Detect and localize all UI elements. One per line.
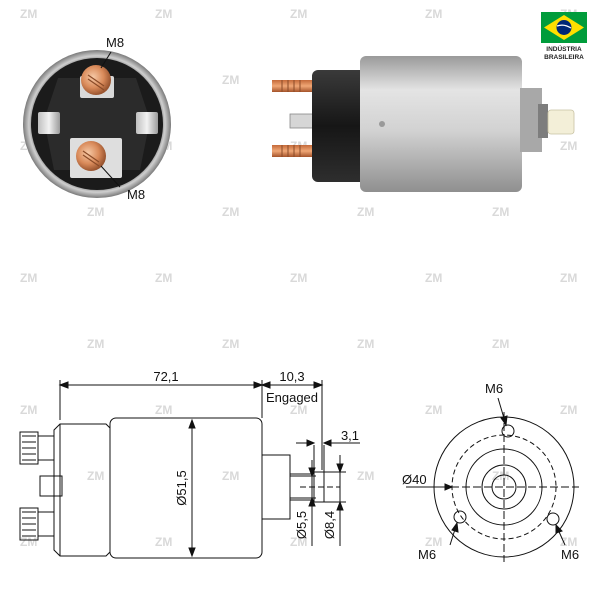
- badge-line-2: BRASILEIRA: [544, 54, 584, 61]
- brazil-flag-icon: [541, 12, 587, 43]
- front-top-terminal-label: M8: [106, 35, 124, 50]
- watermark-text: ZM: [20, 403, 37, 417]
- badge-line-1: INDÚSTRIA: [546, 44, 582, 53]
- watermark-text: ZM: [87, 469, 104, 483]
- dim-bolt-circle: Ø40: [402, 472, 427, 487]
- watermark-text: ZM: [560, 535, 577, 549]
- watermark-text: ZM: [425, 535, 442, 549]
- watermark-text: ZM: [155, 271, 172, 285]
- watermark-text: ZM: [492, 469, 509, 483]
- watermark-text: ZM: [357, 337, 374, 351]
- watermark-text: ZM: [492, 337, 509, 351]
- watermark-text: ZM: [425, 7, 442, 21]
- watermark-text: ZM: [492, 205, 509, 219]
- watermark-text: ZM: [425, 271, 442, 285]
- watermark-text: ZM: [290, 7, 307, 21]
- top-terminal-icon: [81, 65, 111, 95]
- watermark-text: ZM: [87, 337, 104, 351]
- watermark-text: ZM: [222, 205, 239, 219]
- watermark-text: ZM: [87, 205, 104, 219]
- watermark-text: ZM: [222, 73, 239, 87]
- dim-plunger-offset: 3,1: [341, 428, 359, 443]
- watermark-text: ZM: [290, 271, 307, 285]
- dim-hole-top: M6: [485, 381, 503, 396]
- watermark-text: ZM: [20, 271, 37, 285]
- watermark-text: ZM: [357, 205, 374, 219]
- dim-engaged-travel: 10,3: [279, 369, 304, 384]
- watermark-text: ZM: [222, 469, 239, 483]
- front-bottom-terminal-label: M8: [127, 187, 145, 202]
- watermark-text: ZM: [560, 139, 577, 153]
- watermark-text: ZM: [155, 535, 172, 549]
- watermark-text: ZM: [222, 337, 239, 351]
- watermark-text: ZM: [20, 7, 37, 21]
- watermark-text: ZM: [357, 469, 374, 483]
- engaged-label: Engaged: [266, 390, 318, 405]
- dim-plunger-diameter-small: Ø5,5: [294, 511, 309, 539]
- watermark-text: ZM: [560, 403, 577, 417]
- dim-hole-right: M6: [561, 547, 579, 562]
- watermark-text: ZM: [560, 271, 577, 285]
- dim-plunger-diameter-large: Ø8,4: [322, 511, 337, 539]
- dim-body-diameter: Ø51,5: [174, 470, 189, 505]
- dim-hole-left: M6: [418, 547, 436, 562]
- watermark-text: ZM: [20, 535, 37, 549]
- watermark-text: ZM: [290, 403, 307, 417]
- watermark-text: ZM: [155, 403, 172, 417]
- bottom-terminal-icon: [76, 141, 106, 171]
- watermark-text: ZM: [155, 7, 172, 21]
- watermark-text: ZM: [290, 535, 307, 549]
- watermark-text: ZM: [425, 403, 442, 417]
- dim-body-length: 72,1: [153, 369, 178, 384]
